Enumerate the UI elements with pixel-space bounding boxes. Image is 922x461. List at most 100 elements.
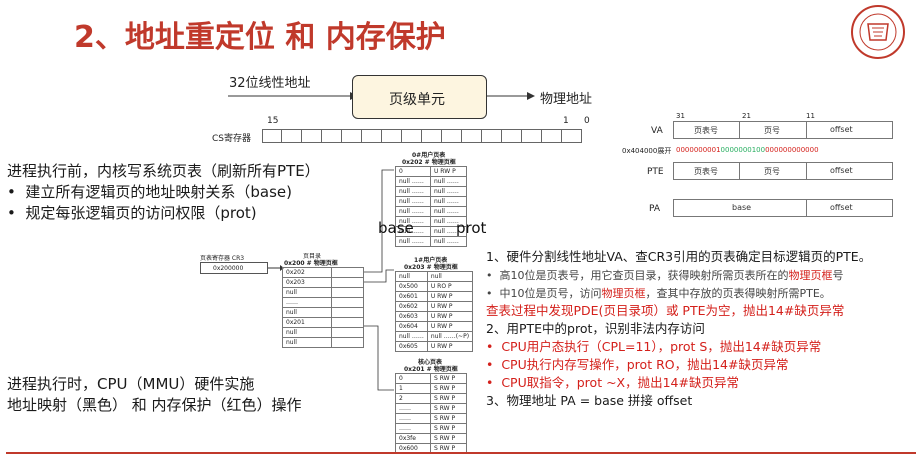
pt1-cell: 0x603: [395, 311, 428, 322]
pt2-cell: 1: [395, 383, 431, 394]
pt1-cell: 0x500: [395, 281, 428, 292]
example-bits-b: 0000000100: [720, 146, 766, 154]
cs-register-bits: [262, 129, 594, 143]
pt2-cell: ……: [395, 413, 431, 424]
left-text-line4: 进程执行时，CPU（MMU）硬件实施: [7, 375, 255, 393]
pt0-cell: null ……: [430, 176, 467, 187]
pt2-cell: S RW P: [430, 423, 467, 434]
pt2-cell: ……: [395, 403, 431, 414]
example-bits: 00000000010000000100000000000000: [676, 146, 819, 154]
pt1-cell: null: [426, 271, 474, 282]
dir-row: null: [282, 287, 332, 298]
pt0-cell: null ……: [395, 236, 431, 247]
dir-row: null: [282, 327, 332, 338]
cr3-value: 0x200000: [213, 265, 244, 272]
pt1-cell: U RW P: [426, 291, 474, 302]
pt0-cell: null ……: [395, 196, 431, 207]
pt1-sub: 0x203 # 物理页框: [404, 264, 458, 271]
pt2-cell: 0: [395, 373, 431, 384]
pt1-cell: null ……: [395, 331, 428, 342]
pt1-cell: U RW P: [426, 341, 474, 352]
right-line2a: 高10位是页表号，用它查页目录，获得映射所需页表所在的: [499, 269, 789, 282]
example-addr: 0x404000展开: [622, 147, 672, 155]
right-line5: 2、用PTE中的prot，识别非法内存访问: [486, 321, 705, 336]
cr3-register: 0x200000: [200, 262, 268, 274]
pt1-cell: 0x605: [395, 341, 428, 352]
va-field-page: 页号: [764, 126, 780, 135]
pt2-cell: S RW P: [430, 433, 467, 444]
pt2-sub: 0x201 # 物理页框: [404, 366, 458, 373]
cs-bit15: 15: [267, 116, 279, 126]
right-line2b: 物理页框: [788, 269, 833, 282]
left-text-line5: 地址映射（黑色） 和 内存保护（红色）操作: [7, 396, 302, 414]
cr3-label: 页表寄存器 CR3: [200, 255, 245, 262]
right-line3c: ，查其中存放的页表得映射所需PTE。: [645, 287, 831, 300]
pt1-cell: 0x602: [395, 301, 428, 312]
pt1-cell: null ……(~P): [426, 331, 474, 342]
right-line3a: 中10位是页号，访问: [499, 287, 602, 300]
pt1-cell: U RW P: [426, 321, 474, 332]
example-bits-c: 000000000000: [765, 146, 819, 154]
cs-bit0: 0: [584, 116, 590, 126]
pt1-cell: 0x601: [395, 291, 428, 302]
va-bit31: 31: [676, 112, 685, 120]
left-text-bullet1: • 建立所有逻辑页的地址映射关系（base): [7, 183, 293, 201]
pt2-cell: S RW P: [430, 403, 467, 414]
right-line3: • 中10位是页号，访问物理页框，查其中存放的页表得映射所需PTE。: [486, 287, 831, 300]
pte-field-table: 页表号: [694, 167, 718, 176]
dir-row: 0x203: [282, 277, 332, 288]
pt0-cell: null ……: [395, 206, 431, 217]
va-row: 页表号 页号 offset: [673, 121, 893, 139]
pt0-sub: 0x202 # 物理页框: [402, 159, 456, 166]
dir-row: 0x201: [282, 317, 332, 328]
cs-bit1: 1: [563, 116, 569, 126]
example-bits-a: 0000000001: [676, 146, 721, 154]
linear-address-label: 32位线性地址: [229, 76, 311, 91]
pa-label: PA: [649, 204, 661, 214]
right-line9: 3、物理地址 PA = base 拼接 offset: [486, 393, 693, 408]
pt0-cell: null ……: [395, 186, 431, 197]
pt0-cell: null ……: [430, 236, 467, 247]
pt2-cell: ……: [395, 423, 431, 434]
pt0-cell: U RW P: [430, 166, 467, 177]
pt1-cell: U RO P: [426, 281, 474, 292]
cs-register-label: CS寄存器: [212, 134, 251, 144]
right-line4: 查表过程中发现PDE(页目录项）或 PTE为空，抛出14#缺页异常: [486, 303, 845, 318]
pte-field-offset: offset: [830, 166, 853, 175]
dir-row: null: [282, 337, 332, 348]
pt1-cell: U RW P: [426, 301, 474, 312]
right-line8: • CPU取指令，prot ~X，抛出14#缺页异常: [486, 375, 739, 390]
pt0-cell: null ……: [395, 176, 431, 187]
pt0-cell: null ……: [430, 206, 467, 217]
pte-field-page: 页号: [764, 167, 780, 176]
right-line6: • CPU用户态执行（CPL=11），prot S，抛出14#缺页异常: [486, 339, 822, 354]
page-directory-table: 0x202 0x203 null …… null 0x201 null null: [282, 267, 364, 348]
slide-title: 2、地址重定位 和 内存保护: [74, 20, 446, 55]
va-bit21: 21: [742, 112, 751, 120]
dir-sub: 0x200 # 物理页框: [284, 260, 338, 267]
pt1-cell: 0x604: [395, 321, 428, 332]
pa-field-base: base: [732, 203, 752, 212]
pt1-cell: null: [395, 271, 428, 282]
va-field-table: 页表号: [694, 126, 718, 135]
right-line2: • 高10位是页表号，用它查页目录，获得映射所需页表所在的物理页框号: [486, 269, 844, 282]
pa-row: base offset: [673, 199, 893, 217]
pt0-cell: null ……: [430, 186, 467, 197]
right-line6-text: CPU用户态执行（CPL=11），prot S，抛出14#缺页异常: [501, 339, 822, 354]
left-text-line2: 建立所有逻辑页的地址映射关系（base): [25, 183, 293, 201]
left-text-line3: 规定每张逻辑页的访问权限（prot): [25, 204, 257, 222]
dir-row: 0x202: [282, 267, 332, 278]
pt1-title: 1#用户页表: [414, 257, 448, 264]
dir-connectors: [364, 169, 394, 391]
pt2-cell: 2: [395, 393, 431, 404]
pte-label: PTE: [647, 167, 664, 177]
page-unit-label: 页级单元: [389, 92, 445, 108]
pte-row: 页表号 页号 offset: [673, 162, 893, 180]
output-arrow: [487, 92, 535, 100]
right-line2c: 号: [832, 269, 844, 282]
right-line7-text: CPU执行内存写操作，prot RO，抛出14#缺页异常: [501, 357, 789, 372]
physical-address-label: 物理地址: [540, 92, 593, 107]
pa-field-offset: offset: [830, 203, 853, 212]
